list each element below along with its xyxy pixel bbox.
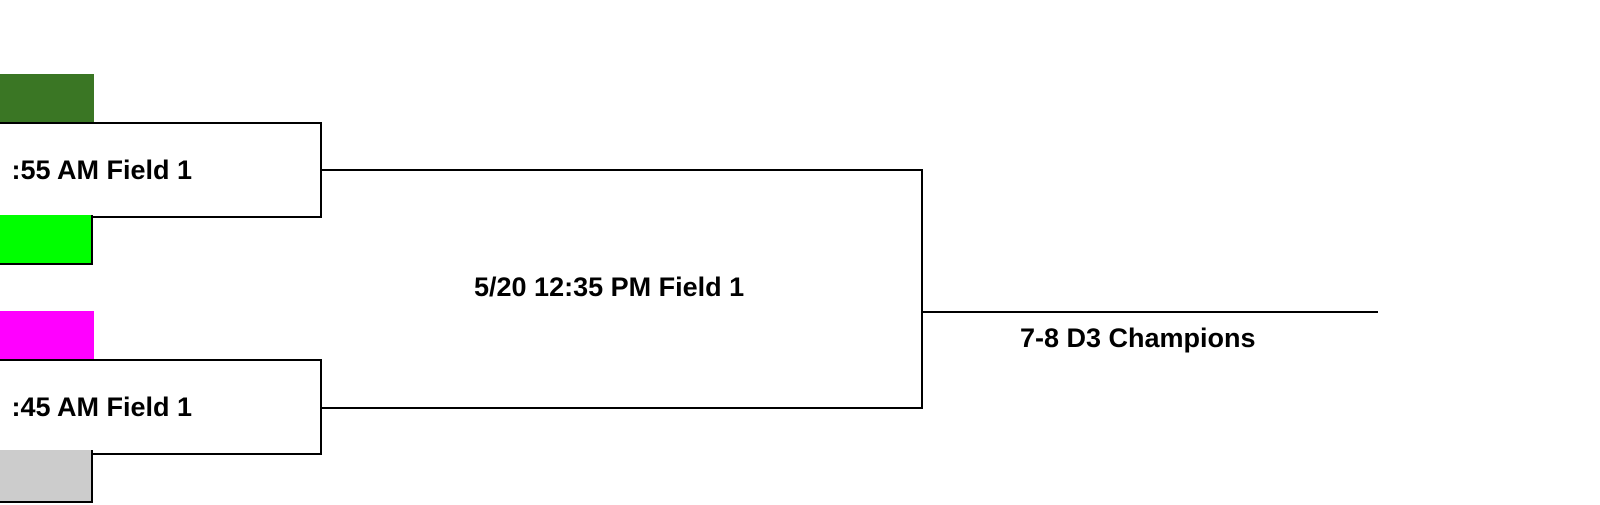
connector-line-semifinal-1: [321, 169, 923, 171]
connector-line-semifinal-2: [321, 407, 923, 409]
team-slot-game2-bottom: [0, 450, 93, 503]
final-game-label: 5/20 12:35 PM Field 1: [474, 272, 745, 302]
game-label-semifinal-1: :55 AM Field 1: [11, 154, 192, 185]
game-box-semifinal-2: :45 AM Field 1: [0, 359, 322, 455]
connector-line-final-vertical: [921, 169, 923, 409]
team-slot-game1-bottom: [0, 215, 93, 265]
team-slot-game1-top: [0, 74, 94, 125]
game-label-semifinal-2: :45 AM Field 1: [11, 391, 192, 422]
connector-line-champion: [921, 311, 1378, 313]
team-slot-game2-top: [0, 311, 94, 361]
champion-label: 7-8 D3 Champions: [1020, 323, 1256, 353]
game-box-semifinal-1: :55 AM Field 1: [0, 122, 322, 218]
